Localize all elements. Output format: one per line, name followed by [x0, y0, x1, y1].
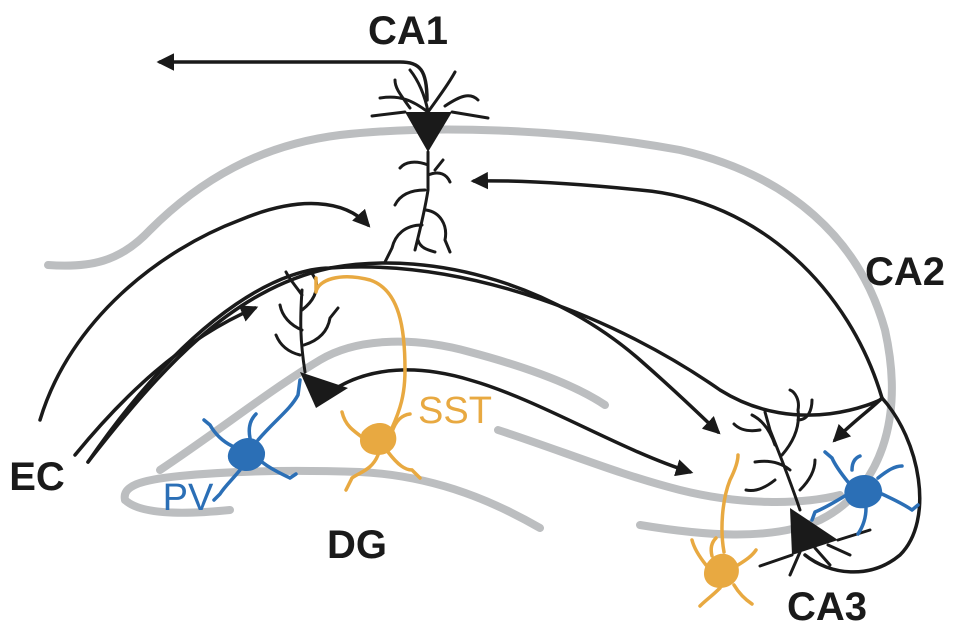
ammon-horn-layer	[44, 125, 896, 539]
dg-pv-dendrites	[202, 412, 298, 502]
ca1-output-arrow	[156, 53, 429, 102]
cell-layers	[44, 125, 896, 539]
dg-sst-soma	[359, 423, 397, 455]
ca3-pyramidal-neuron	[732, 388, 872, 577]
ec-to-dg-arrow	[73, 305, 259, 457]
dg-soma	[300, 372, 348, 408]
dg-pv-interneuron	[202, 378, 302, 502]
ca3-apical-dendrites	[732, 388, 817, 512]
dg-sst-dendrites	[340, 410, 422, 492]
ca3-sst-dendrites	[690, 536, 758, 608]
label-ec: EC	[9, 455, 65, 499]
dg-granule-neuron	[274, 268, 348, 408]
ca3-sst-axon	[720, 453, 740, 554]
ca1-pyramidal-neuron	[370, 68, 490, 264]
ec-perforant-loop	[86, 265, 882, 464]
label-sst: SST	[418, 390, 492, 432]
ca3-soma	[790, 508, 838, 555]
ca1-basal-dendrites	[383, 150, 452, 264]
ca3-sst-soma	[703, 553, 739, 588]
dentate-crest	[121, 496, 234, 517]
label-ca2: CA2	[865, 250, 945, 294]
dg-sst-axon	[314, 275, 407, 430]
dentate-upper-blade	[156, 337, 609, 474]
ec-to-ca1-arrow	[38, 201, 371, 422]
dg-pv-soma	[227, 438, 266, 472]
ca3-pv-interneuron	[810, 450, 920, 536]
ca3-to-ca1-arrow	[470, 171, 884, 400]
label-dg: DG	[327, 523, 387, 567]
label-ca3: CA3	[787, 585, 867, 629]
mossy-fiber-arrow	[328, 368, 694, 477]
ca3-sst-interneuron	[690, 453, 758, 608]
ca3-pv-dendrites	[823, 450, 920, 536]
ec-to-ca3-arrow	[86, 261, 721, 464]
ca1-apical-dendrites	[370, 68, 490, 120]
dg-sst-interneuron	[314, 275, 422, 492]
dg-dendrites	[274, 268, 340, 374]
ca3-pv-axon	[810, 492, 850, 522]
ca2-to-ca3-arrow	[832, 396, 884, 443]
pathways	[38, 53, 922, 574]
label-pv: PV	[163, 477, 214, 519]
dentate-lower-blade	[120, 466, 544, 532]
ca3-pv-soma	[844, 475, 883, 509]
label-ca1: CA1	[368, 9, 448, 53]
dg-pv-axon	[256, 378, 302, 442]
labels: CA1 CA2 CA3 DG EC SST PV	[9, 9, 945, 629]
ca1-soma	[405, 112, 452, 152]
ca3-recurrent-loop	[803, 396, 922, 574]
ca3-basal-dendrites	[758, 528, 872, 577]
